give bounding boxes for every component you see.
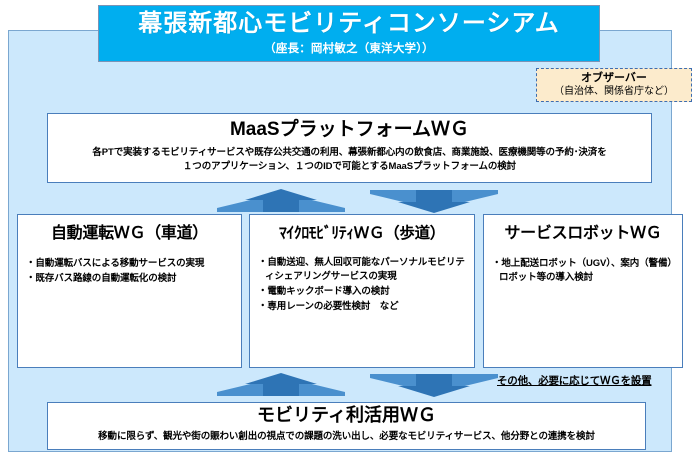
- working-group-1-bullets: 自動運転バスによる移動サービスの実現 既存バス路線の自動運転化の検討: [18, 257, 241, 286]
- maas-description-line-1: 各PTで実装するモビリティサービスや既存公共交通の利用、幕張新都心内の飲食店、商…: [92, 146, 607, 158]
- maas-platform-wg-title: MaaSプラットフォームＷＧ: [229, 119, 470, 140]
- arrow-down-icon: [370, 190, 498, 213]
- working-group-2-title: ﾏｲｸﾛﾓﾋﾞﾘﾃｨＷＧ（歩道）: [278, 225, 445, 242]
- maas-description-line-2: １つのアプリケーション、１つのIDで可能とするMaaSプラットフォームの検討: [182, 161, 517, 173]
- working-group-2-bullets: 自動送迎、無人回収可能なパーソナルモビリティシェアリングサービスの実現 電動キッ…: [250, 256, 474, 315]
- working-group-3-bullets: 地上配送ロボット（UGV）、案内（警備）ロボット等の導入検討: [484, 257, 682, 286]
- arrow-pair-top: [215, 188, 500, 214]
- maas-platform-wg-card: MaaSプラットフォームＷＧ 各PTで実装するモビリティサービスや既存公共交通の…: [47, 113, 652, 183]
- working-group-3-title: サービスロボットＷＧ: [504, 225, 662, 242]
- utilization-wg-description: 移動に限らず、観光や街の賑わい創出の視点での課題の洗い出し、必要なモビリティサー…: [98, 430, 595, 442]
- arrow-up-icon: [217, 189, 345, 212]
- page-subtitle: （座長：岡村敏之（東洋大学））: [264, 43, 434, 56]
- observer-box: オブザーバー （自治体、関係省庁など）: [536, 68, 692, 102]
- consortium-title-banner: 幕張新都心モビリティコンソーシアム （座長：岡村敏之（東洋大学））: [98, 5, 600, 62]
- observer-subtitle: （自治体、関係省庁など）: [554, 85, 674, 97]
- list-item: 既存バス路線の自動運転化の検討: [26, 272, 235, 286]
- arrow-pair-bottom: [215, 372, 500, 398]
- arrow-up-icon: [217, 373, 345, 396]
- utilization-wg-card: モビリティ利活用ＷＧ 移動に限らず、観光や街の賑わい創出の視点での課題の洗い出し…: [47, 402, 646, 450]
- arrow-pair-top-graphic: [217, 189, 498, 213]
- page-title: 幕張新都心モビリティコンソーシアム: [138, 9, 560, 37]
- working-group-card-1: 自動運転ＷＧ（車道） 自動運転バスによる移動サービスの実現 既存バス路線の自動運…: [17, 214, 242, 368]
- observer-title: オブザーバー: [581, 72, 647, 85]
- utilization-wg-title: モビリティ利活用ＷＧ: [257, 405, 436, 425]
- arrow-down-icon: [370, 374, 498, 397]
- list-item: 専用レーンの必要性検討 など: [258, 300, 468, 314]
- arrow-pair-bottom-graphic: [217, 373, 498, 397]
- additional-wg-note: その他、必要に応じてＷＧを設置: [497, 375, 652, 387]
- working-group-card-3: サービスロボットＷＧ 地上配送ロボット（UGV）、案内（警備）ロボット等の導入検…: [483, 214, 683, 368]
- list-item: 自動運転バスによる移動サービスの実現: [26, 257, 235, 271]
- list-item: 電動キックボード導入の検討: [258, 285, 468, 299]
- list-item: 自動送迎、無人回収可能なパーソナルモビリティシェアリングサービスの実現: [258, 256, 468, 285]
- maas-platform-wg-description: 各PTで実装するモビリティサービスや既存公共交通の利用、幕張新都心内の飲食店、商…: [48, 146, 651, 175]
- working-group-card-2: ﾏｲｸﾛﾓﾋﾞﾘﾃｨＷＧ（歩道） 自動送迎、無人回収可能なパーソナルモビリティシ…: [249, 214, 475, 368]
- list-item: 地上配送ロボット（UGV）、案内（警備）ロボット等の導入検討: [492, 257, 676, 286]
- working-group-1-title: 自動運転ＷＧ（車道）: [50, 225, 208, 242]
